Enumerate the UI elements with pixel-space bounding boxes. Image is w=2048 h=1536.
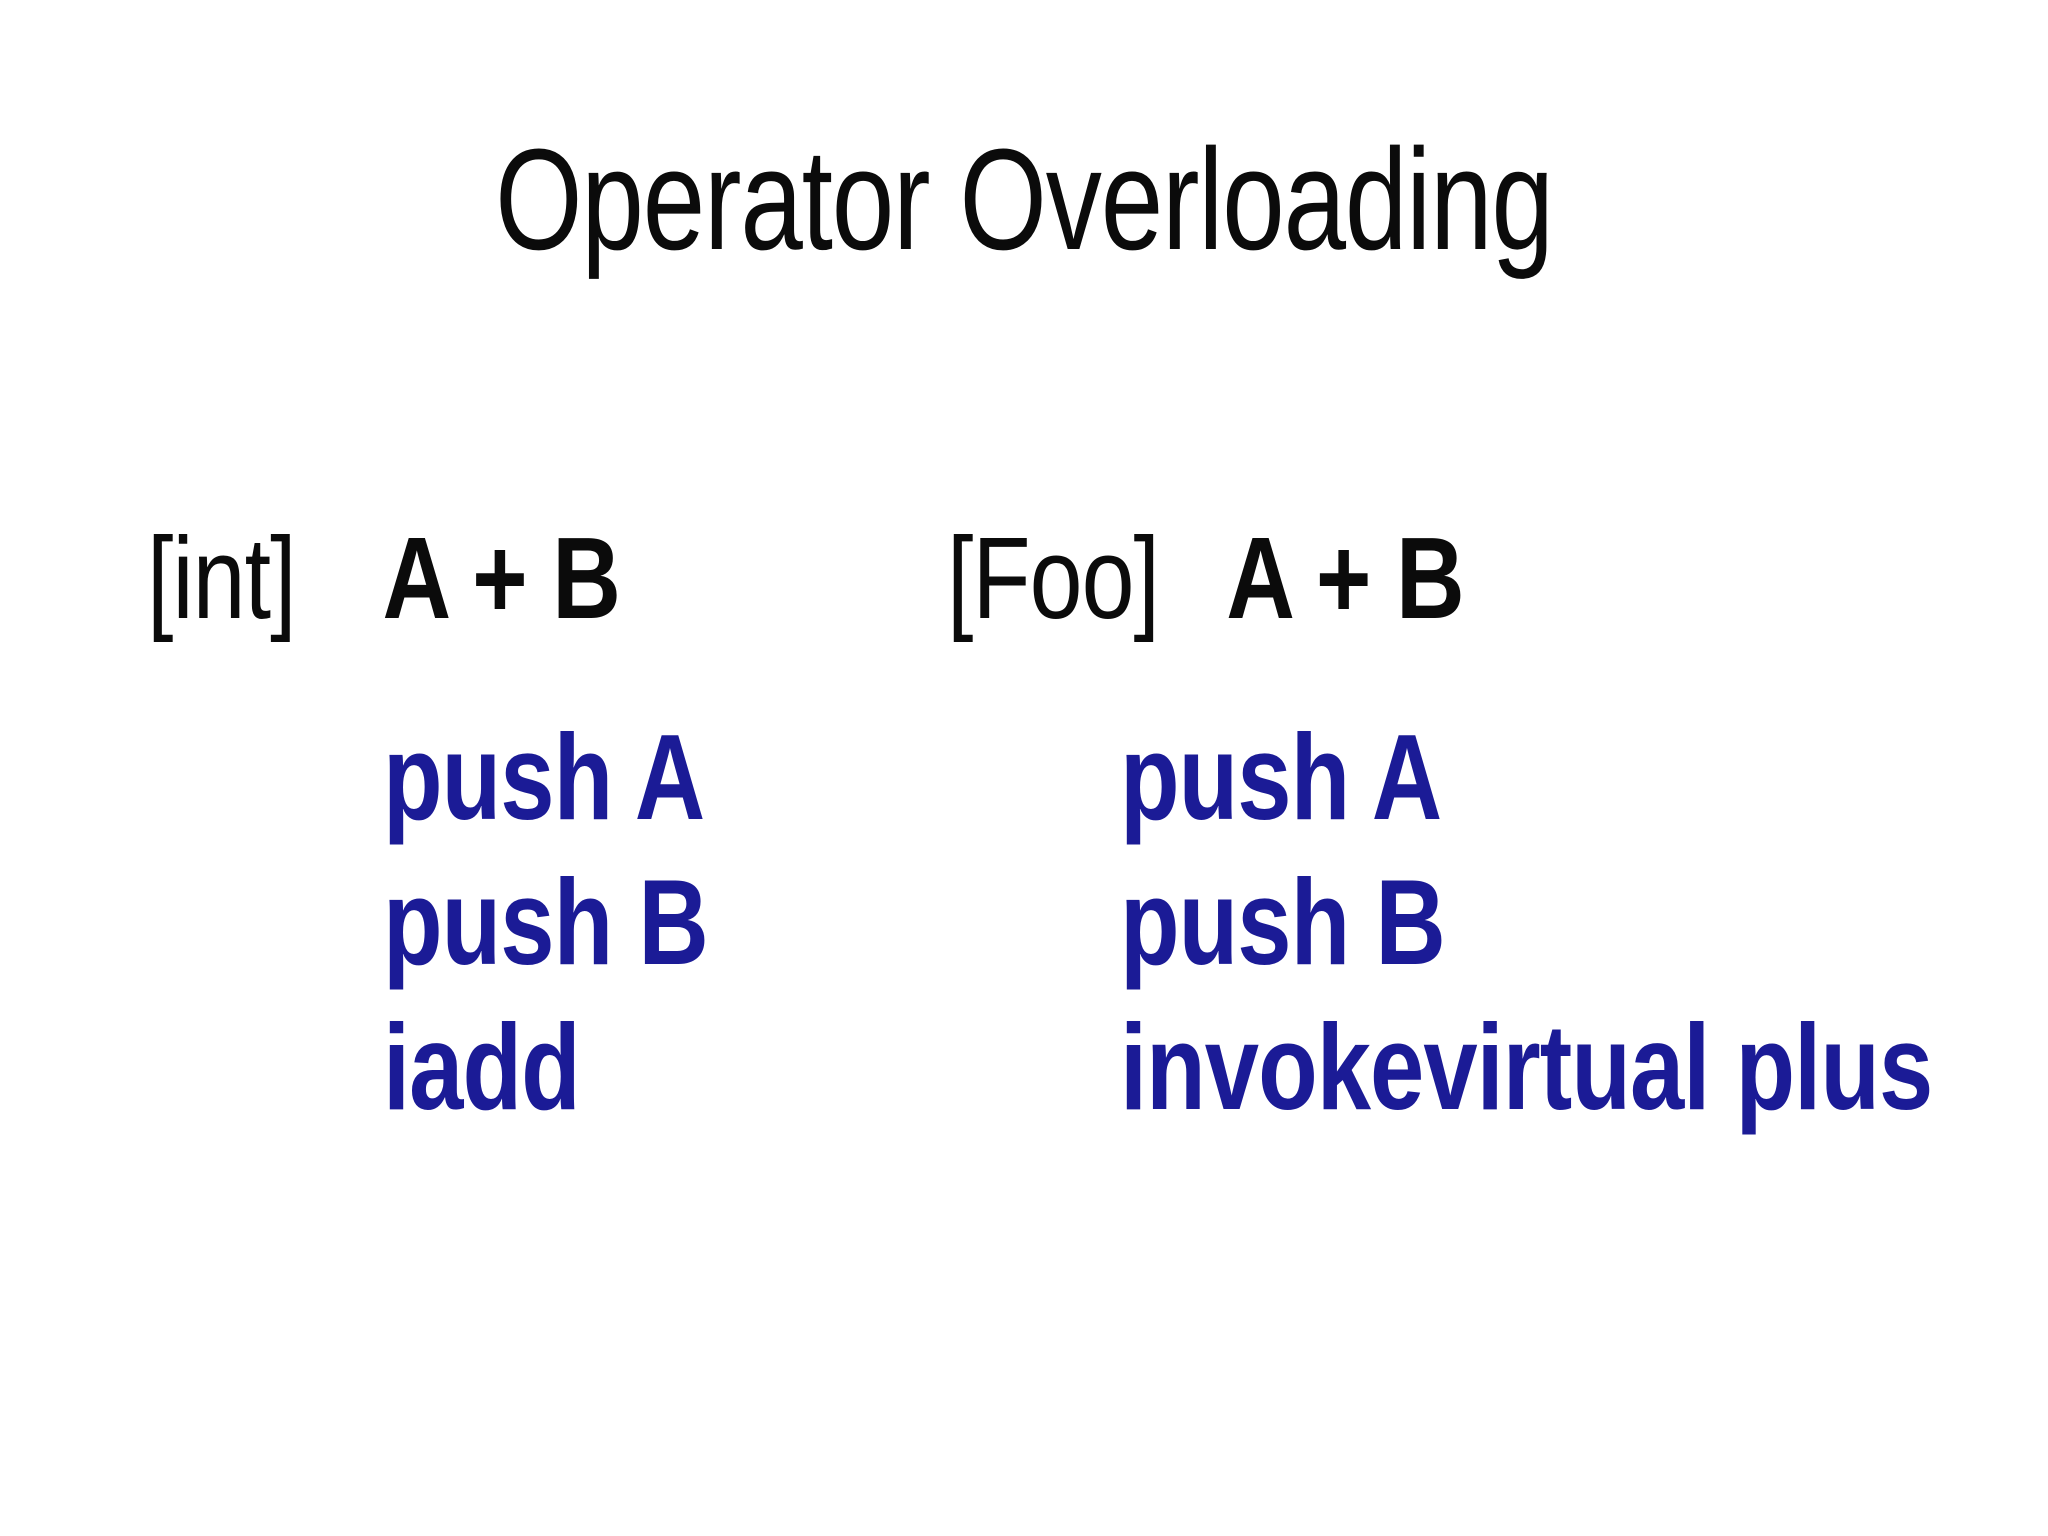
foo-expression-group: [Foo]A + B: [947, 520, 1465, 636]
code-line: push B: [1120, 854, 1446, 990]
code-line: push B: [383, 854, 709, 990]
int-expression-group: [int]A + B: [147, 520, 621, 636]
int-bytecode-block: push A push B iadd: [383, 705, 709, 1140]
int-type-label: [int]: [147, 513, 297, 643]
foo-type-label: [Foo]: [947, 513, 1160, 643]
code-line: iadd: [383, 999, 581, 1135]
int-expression: A + B: [382, 513, 620, 643]
code-line: push A: [1120, 709, 1442, 845]
slide-title: Operator Overloading: [495, 119, 1554, 280]
code-line: push A: [383, 709, 705, 845]
code-line: invokevirtual plus: [1120, 999, 1933, 1135]
slide-title-row: Operator Overloading: [0, 128, 2048, 272]
foo-expression: A + B: [1226, 513, 1464, 643]
foo-bytecode-block: push A push B invokevirtual plus: [1120, 705, 1933, 1140]
